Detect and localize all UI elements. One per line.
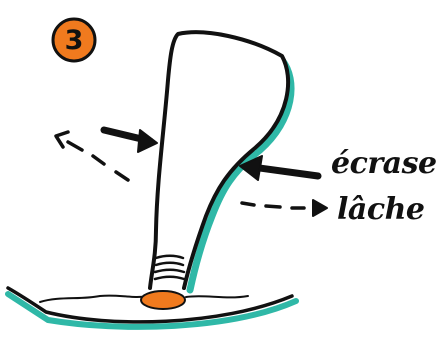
release-arrow-right-icon: [242, 200, 327, 216]
release-label: lâche: [337, 195, 425, 225]
squeeze-label: écrase: [331, 149, 437, 179]
squeeze-arrow-right-icon: [240, 156, 318, 180]
release-arrow-left-icon: [56, 132, 128, 180]
liquid-line-left: [40, 296, 150, 302]
pipette-body: [150, 32, 288, 288]
drop-blob: [141, 291, 185, 309]
step-number: 3: [54, 21, 94, 59]
squeeze-arrow-left-icon: [104, 130, 157, 152]
liquid-line-right: [186, 296, 248, 297]
